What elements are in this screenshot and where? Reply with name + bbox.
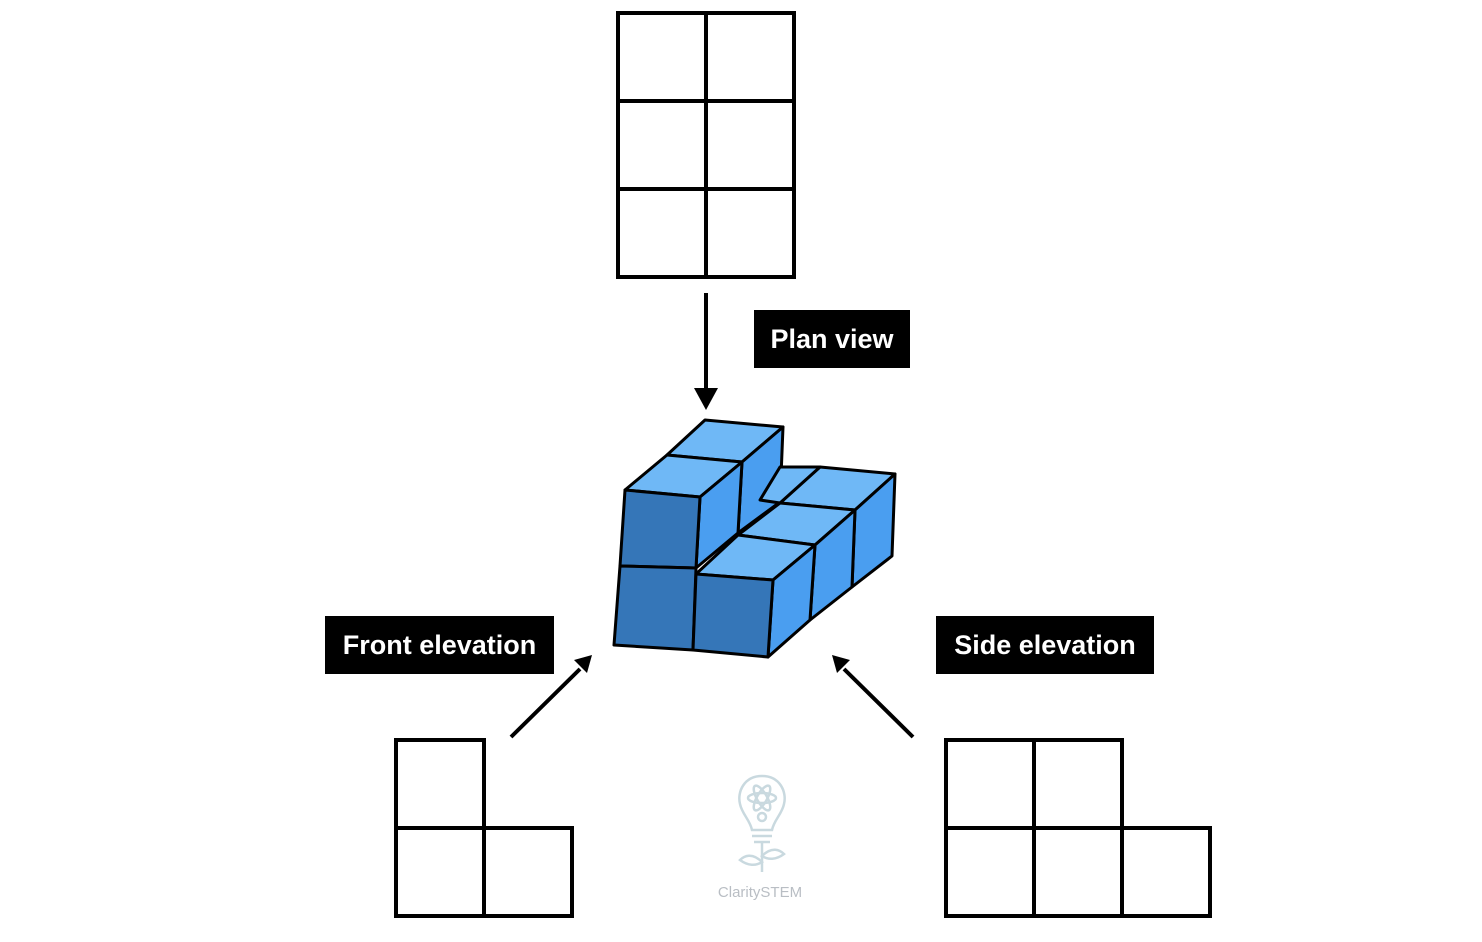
side-cell bbox=[1032, 738, 1124, 830]
cube-model bbox=[612, 418, 897, 659]
front-elevation-grid bbox=[394, 738, 574, 918]
cube-front-face bbox=[618, 488, 702, 570]
plan-cell bbox=[616, 187, 708, 279]
plan-cell bbox=[704, 99, 796, 191]
front-cell bbox=[394, 826, 486, 918]
front-cell bbox=[482, 826, 574, 918]
cube-front-face bbox=[612, 564, 698, 652]
plan-view-grid bbox=[616, 11, 796, 279]
plan-cell bbox=[704, 187, 796, 279]
side-cell bbox=[1120, 826, 1212, 918]
lightbulb-atom-icon bbox=[738, 774, 786, 872]
side-cell bbox=[1032, 826, 1124, 918]
side-elevation-grid bbox=[944, 738, 1212, 918]
side-cell bbox=[944, 738, 1036, 830]
front-elevation-arrow bbox=[509, 655, 592, 739]
watermark-brand-text: ClaritySTEM bbox=[717, 884, 803, 901]
front-elevation-label: Front elevation bbox=[325, 616, 554, 674]
side-cell bbox=[944, 826, 1036, 918]
plan-cell bbox=[616, 99, 708, 191]
front-cell bbox=[394, 738, 486, 830]
plan-cell bbox=[704, 11, 796, 103]
plan-view-label: Plan view bbox=[754, 310, 910, 368]
side-elevation-arrow bbox=[832, 655, 915, 739]
plan-view-arrow bbox=[694, 293, 718, 410]
cube-front-face bbox=[691, 572, 775, 659]
plan-cell bbox=[616, 11, 708, 103]
side-elevation-label: Side elevation bbox=[936, 616, 1154, 674]
